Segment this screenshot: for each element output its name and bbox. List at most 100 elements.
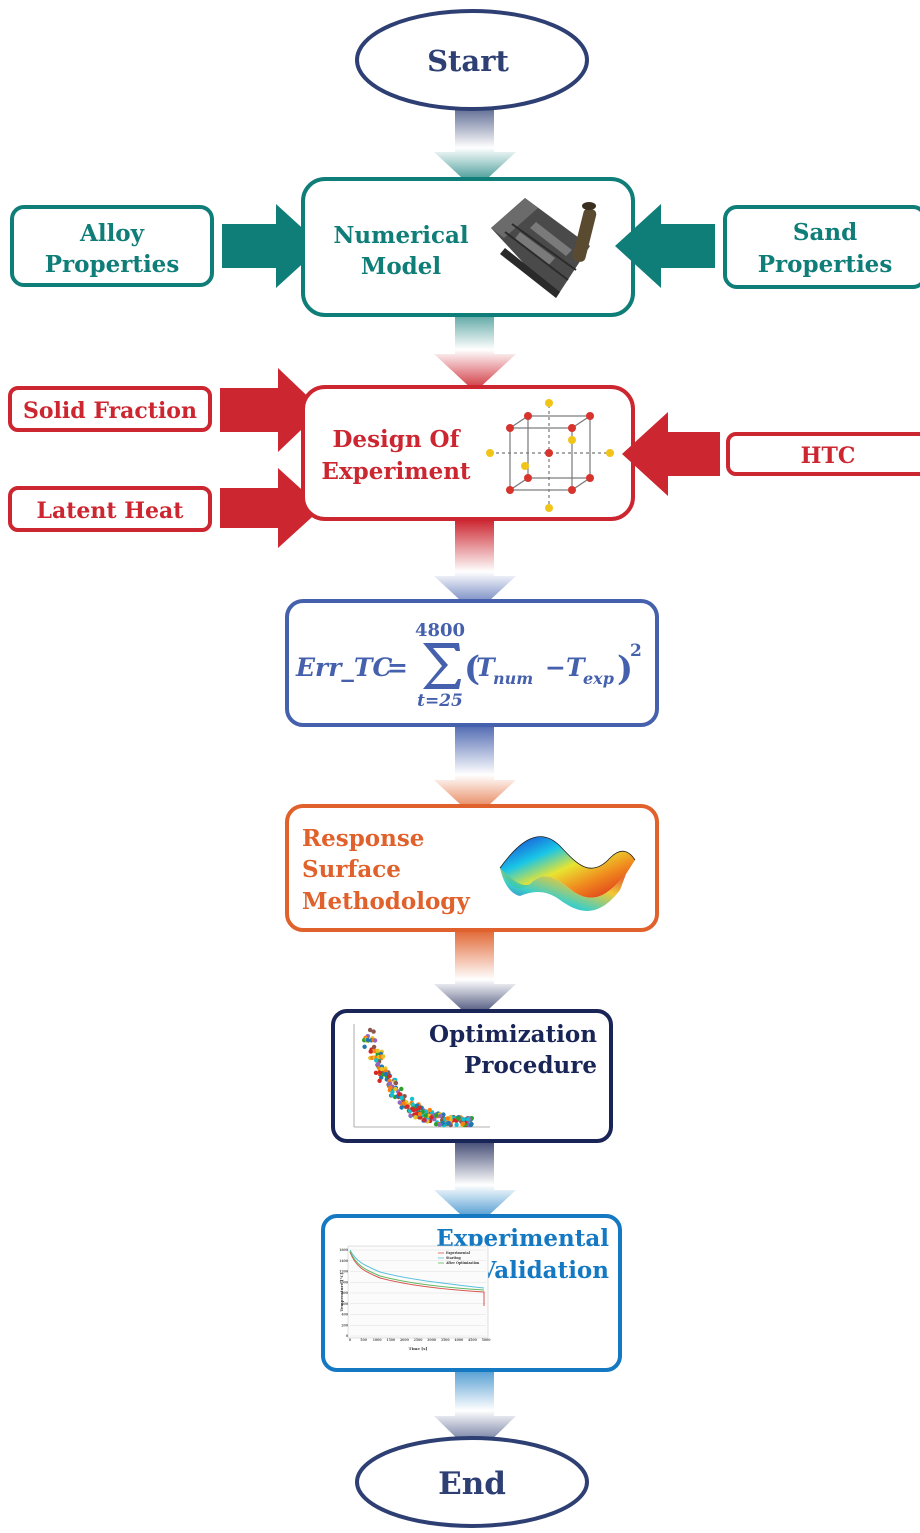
scatter-point: [399, 1095, 404, 1101]
latent-heat-label: Latent Heat: [37, 498, 185, 524]
scatter-point: [405, 1104, 410, 1109]
arrow-sand-to-model: [615, 204, 715, 288]
rsm-line3: Methodology: [302, 888, 470, 915]
formula-close-paren: ): [617, 649, 633, 689]
formula-t-num: T: [476, 653, 497, 682]
doe-line2: Experiment: [321, 458, 471, 485]
scatter-point: [381, 1054, 386, 1059]
x-tick-label: 4500: [468, 1338, 478, 1342]
scatter-point: [446, 1121, 451, 1126]
scatter-point: [397, 1100, 402, 1105]
alloy-properties-box: Alloy Properties: [10, 205, 214, 287]
numerical-model-line2: Model: [361, 253, 442, 280]
x-tick-label: 1500: [386, 1338, 396, 1342]
curve-after-optimization: [349, 1250, 485, 1291]
x-tick-label: 3000: [427, 1338, 437, 1342]
scatter-point: [367, 1027, 373, 1033]
connector-optimization-to-validation: [434, 1132, 516, 1228]
formula-exponent: 2: [630, 641, 642, 661]
curve-starting: [349, 1249, 485, 1289]
scatter-point: [433, 1122, 439, 1127]
scatter-point: [373, 1070, 379, 1076]
y-tick-label: 1600: [339, 1248, 349, 1252]
scatter-point: [389, 1093, 395, 1098]
central-composite-cube-image: [486, 399, 614, 512]
solid-fraction-box: Solid Fraction: [8, 386, 212, 432]
solid-fraction-label: Solid Fraction: [23, 398, 197, 424]
scatter-point: [375, 1062, 381, 1067]
experimental-validation-box: Experimental Validation ExperimentalStar…: [321, 1214, 622, 1372]
scatter-point: [413, 1115, 418, 1120]
scatter-point: [438, 1113, 443, 1119]
scatter-point: [460, 1121, 465, 1127]
x-tick-label: 500: [360, 1338, 367, 1342]
scatter-point: [393, 1080, 399, 1086]
scatter-point: [397, 1092, 402, 1097]
y-tick-label: 1200: [339, 1270, 349, 1274]
legend-entry: Starting: [446, 1256, 462, 1260]
scatter-point: [465, 1117, 471, 1122]
scatter-point: [409, 1096, 415, 1102]
scatter-point: [386, 1074, 392, 1079]
scatter-point: [375, 1048, 380, 1054]
formula-sub-num: num: [493, 669, 533, 688]
scatter-point: [429, 1115, 434, 1120]
scatter-point: [468, 1122, 473, 1128]
scatter-point: [362, 1044, 367, 1050]
connector-rsm-to-optimization: [434, 928, 516, 1022]
x-tick-label: 2500: [414, 1338, 424, 1342]
scatter-point: [377, 1078, 382, 1084]
arrow-alloy-to-model: [222, 204, 322, 288]
x-tick-label: 5000: [482, 1338, 492, 1342]
scatter-point: [390, 1089, 395, 1095]
scatter-point: [434, 1113, 439, 1118]
formula-lower-limit: t=25: [417, 691, 463, 711]
response-surface-box: Response Surface Methodology: [285, 804, 659, 932]
y-tick-label: 200: [341, 1323, 348, 1327]
validation-ylabel: Temperature [°C]: [339, 1272, 344, 1311]
casting-model-image: [491, 198, 597, 298]
response-surface-image: [499, 836, 636, 911]
scatter-point: [437, 1122, 442, 1127]
scatter-point: [423, 1109, 429, 1114]
start-label: Start: [427, 44, 509, 78]
sand-properties-line1: Sand: [793, 219, 857, 246]
doe-line1: Design Of: [332, 426, 461, 453]
scatter-point: [427, 1107, 432, 1113]
htc-label: HTC: [801, 443, 856, 469]
y-tick-label: 800: [341, 1291, 348, 1295]
optimization-procedure-box: Optimization Procedure: [331, 1009, 613, 1143]
scatter-point: [387, 1081, 392, 1086]
summation-sign: [423, 643, 461, 689]
connector-validation-to-end: [434, 1355, 516, 1456]
formula-minus: −: [545, 653, 566, 682]
htc-box: HTC: [726, 432, 920, 476]
validation-line2: Validation: [477, 1257, 609, 1284]
scatter-point: [368, 1049, 373, 1054]
scatter-point: [399, 1086, 404, 1092]
scatter-point: [374, 1058, 379, 1063]
arrow-latent-heat-to-doe: [220, 468, 322, 548]
formula-sub-exp: exp: [583, 669, 614, 688]
scatter-point: [388, 1085, 393, 1090]
scatter-point: [365, 1037, 370, 1043]
scatter-point: [393, 1086, 398, 1092]
design-of-experiment-box: Design Of Experiment: [301, 385, 635, 521]
legend-entry: Experimental: [446, 1251, 471, 1255]
scatter-point: [383, 1071, 388, 1077]
y-tick-label: 1000: [339, 1280, 349, 1284]
start-terminal: Start: [355, 9, 589, 111]
formula-t-exp: T: [566, 653, 587, 682]
x-tick-label: 0: [349, 1338, 352, 1342]
curve-experimental: [349, 1251, 485, 1306]
connector-start-to-model: [434, 96, 516, 190]
alloy-properties-line1: Alloy: [79, 220, 145, 247]
scatter-point: [461, 1117, 466, 1122]
sand-properties-box: Sand Properties: [723, 205, 920, 289]
numerical-model-line1: Numerical: [333, 222, 468, 249]
arrow-htc-to-doe: [622, 412, 720, 496]
connector-model-to-doe: [434, 298, 516, 392]
